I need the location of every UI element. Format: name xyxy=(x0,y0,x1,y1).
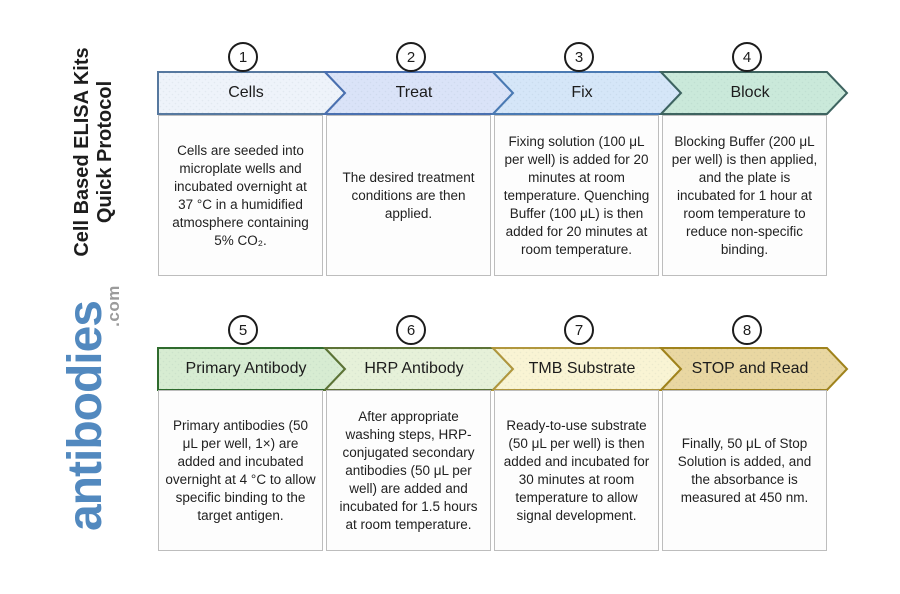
step-number-4: 4 xyxy=(732,42,762,72)
description-text-step4: Blocking Buffer (200 μL per well) is the… xyxy=(671,133,818,257)
step-number-8-text: 8 xyxy=(742,321,752,339)
step-number-6-text: 6 xyxy=(406,321,416,339)
banner-texture-step7 xyxy=(493,348,681,390)
banner-texture-step5 xyxy=(158,348,345,390)
description-text-step2: The desired treatment conditions are the… xyxy=(342,169,475,221)
banner-texture-step4 xyxy=(661,72,847,114)
description-box-step2: The desired treatment conditions are the… xyxy=(326,115,491,276)
step-number-7: 7 xyxy=(564,315,594,345)
step-number-1-text: 1 xyxy=(238,48,248,66)
step-number-4-text: 4 xyxy=(742,48,752,66)
step-number-5-text: 5 xyxy=(238,321,248,339)
description-text-step1: Cells are seeded into microplate wells a… xyxy=(172,142,309,248)
banner-label-cells: Cells xyxy=(228,84,264,101)
step-number-3: 3 xyxy=(564,42,594,72)
banner-texture-step3 xyxy=(493,72,681,114)
description-box-step5: Primary antibodies (50 μL per well, 1×) … xyxy=(158,390,323,551)
step-number-6: 6 xyxy=(396,315,426,345)
banner-texture-step1 xyxy=(158,72,345,114)
banner-label-block: Block xyxy=(730,84,770,101)
banner-label-fix: Fix xyxy=(571,84,593,101)
description-text-step5: Primary antibodies (50 μL per well, 1×) … xyxy=(165,417,316,523)
banner-row-1 xyxy=(157,71,849,115)
banner-label-hrp-antibody: HRP Antibody xyxy=(364,360,464,377)
banner-texture-step8 xyxy=(661,348,847,390)
description-box-step3: Fixing solution (100 μL per well) is add… xyxy=(494,115,659,276)
banner-label-treat: Treat xyxy=(395,84,433,101)
description-text-step7: Ready-to-use substrate (50 μL per well) … xyxy=(503,417,650,523)
banner-label-tmb-substrate: TMB Substrate xyxy=(528,360,636,377)
banner-texture-step6 xyxy=(325,348,513,390)
description-text-step6: After appropriate washing steps, HRP-con… xyxy=(339,408,478,532)
banner-label-primary-antibody: Primary Antibody xyxy=(185,360,307,377)
description-box-step4: Blocking Buffer (200 μL per well) is the… xyxy=(662,115,827,276)
step-number-2: 2 xyxy=(396,42,426,72)
description-box-step8: Finally, 50 μL of Stop Solution is added… xyxy=(662,390,827,551)
banner-label-stop-and-read: STOP and Read xyxy=(691,360,809,377)
description-text-step8: Finally, 50 μL of Stop Solution is added… xyxy=(677,435,812,505)
step-number-5: 5 xyxy=(228,315,258,345)
step-number-2-text: 2 xyxy=(406,48,416,66)
step-number-3-text: 3 xyxy=(574,48,584,66)
description-text-step3: Fixing solution (100 μL per well) is add… xyxy=(503,133,650,257)
banner-texture-step2 xyxy=(325,72,513,114)
description-box-step7: Ready-to-use substrate (50 μL per well) … xyxy=(494,390,659,551)
step-number-1: 1 xyxy=(228,42,258,72)
step-number-7-text: 7 xyxy=(574,321,584,339)
description-box-step1: Cells are seeded into microplate wells a… xyxy=(158,115,323,276)
banner-row-2 xyxy=(157,347,849,391)
description-box-step6: After appropriate washing steps, HRP-con… xyxy=(326,390,491,551)
step-number-8: 8 xyxy=(732,315,762,345)
